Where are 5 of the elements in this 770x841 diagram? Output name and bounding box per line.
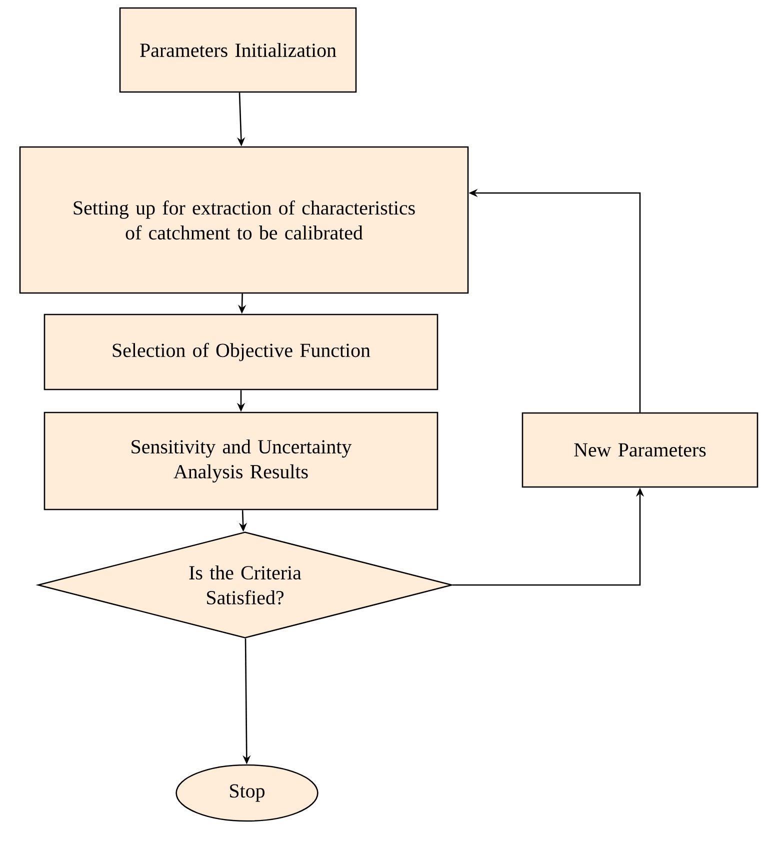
process-box: Sensitivity and Uncertainty Analysis Results — [44, 412, 438, 510]
process-box: Setting up for extraction of characteristics of catchment to be calibrated — [19, 146, 469, 294]
process-box: Selection of Objective Function — [44, 314, 438, 390]
process-box: Parameters Initialization — [119, 7, 357, 93]
process-box: New Parameters — [522, 412, 758, 488]
